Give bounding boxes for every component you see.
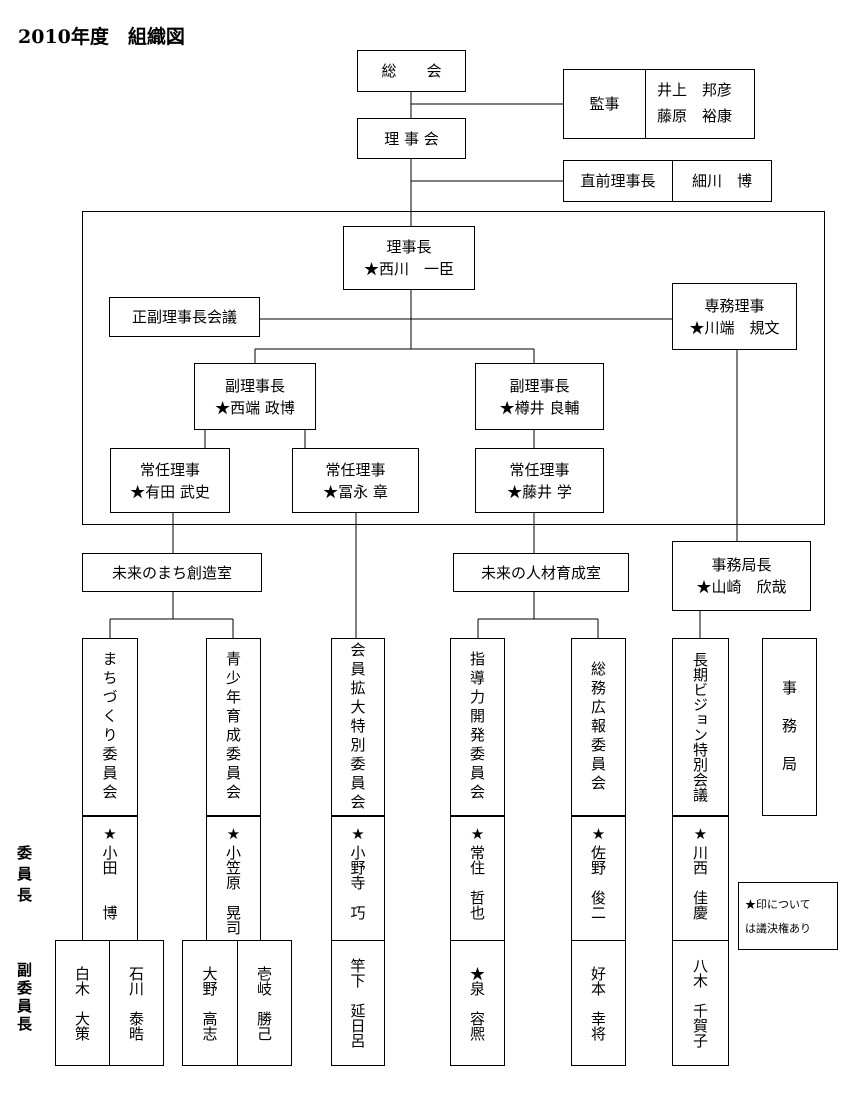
page-title: 2010年度 組織図 [18, 26, 185, 48]
exec-director-title: 専務理事 [704, 296, 765, 315]
committee-4-name: 指導力開発委員会 [450, 638, 505, 816]
committee-6-vice: 八木 千賀子 [672, 940, 729, 1066]
past-president-name: 細川 博 [691, 172, 752, 190]
vp1-name: ★西端 政博 [215, 398, 295, 417]
star-icon: ★ [591, 825, 606, 843]
committee-6-chair: ★ 川西 佳慶 [672, 816, 729, 941]
auditor-box: 監事 井上 邦彦 藤原 裕康 [563, 69, 755, 139]
managing-director-3-box: 常任理事 ★藤井 学 [475, 448, 604, 513]
vice-chair-side-label: 副委員長 [15, 962, 33, 1034]
vp1-title: 副理事長 [224, 376, 285, 395]
managing-director-2-box: 常任理事 ★冨永 章 [292, 448, 419, 513]
secretariat-box: 事 務 局 [762, 638, 817, 816]
committee-3-vice: 竿下 延日呂 [331, 940, 385, 1066]
md2-title: 常任理事 [325, 460, 386, 479]
committee-2-vice-a: 壱岐 勝己 [237, 940, 292, 1066]
chair-side-label: 委員長 [15, 845, 33, 908]
office-1-box: 未来のまち創造室 [82, 553, 262, 592]
auditor-name-1: 井上 邦彦 [657, 81, 733, 99]
committee-3-chair: ★ 小野寺 巧 [331, 816, 385, 941]
office-2-box: 未来の人材育成室 [453, 553, 629, 592]
star-icon: ★ [693, 825, 708, 843]
committee-1-chair: ★ 小田 博 [82, 816, 138, 941]
md1-title: 常任理事 [139, 460, 200, 479]
md3-name: ★藤井 学 [507, 482, 572, 501]
vice-president-2-box: 副理事長 ★樽井 良輔 [475, 363, 604, 430]
president-name: ★西川 一臣 [363, 260, 454, 278]
exec-director-name: ★川端 規文 [689, 318, 780, 337]
vice-president-1-box: 副理事長 ★西端 政博 [194, 363, 316, 430]
committee-2-name: 青少年育成委員会 [206, 638, 261, 816]
committee-5-name: 総務広報委員会 [571, 638, 626, 816]
committee-1-name: まちづくり委員会 [82, 638, 138, 816]
vp2-name: ★樽井 良輔 [499, 398, 580, 417]
managing-director-1-box: 常任理事 ★有田 武史 [110, 448, 230, 513]
committee-5-chair: ★ 佐野 俊二 [571, 816, 626, 941]
committee-4-vice: ★泉 容熈 [450, 940, 505, 1066]
exec-director-box: 専務理事 ★川端 規文 [672, 283, 797, 350]
executive-frame [82, 211, 825, 525]
committee-3-name: 会員拡大特別委員会 [331, 638, 385, 816]
md2-name: ★冨永 章 [323, 482, 388, 501]
star-icon: ★ [226, 825, 241, 843]
secretariat-head-title: 事務局長 [711, 556, 772, 574]
star-icon: ★ [103, 825, 117, 843]
voting-rights-note: ★印について は議決権あり [738, 882, 838, 950]
md1-name: ★有田 武史 [130, 482, 210, 501]
committee-4-chair: ★ 常住 哲也 [450, 816, 505, 941]
committee-6-name: 長期ビジョン特別会議 [672, 638, 729, 816]
president-box: 理事長 ★西川 一臣 [343, 226, 475, 290]
committee-2-chair: ★ 小笠原 晃司 [206, 816, 261, 941]
committee-2-vice-b: 大野 高志 [182, 940, 238, 1066]
star-icon: ★ [351, 825, 365, 843]
committee-1-vice-b: 白木 大策 [55, 940, 110, 1066]
secretariat-head-name: ★山崎 欣哉 [696, 578, 787, 596]
committee-5-vice: 好本 幸将 [571, 940, 626, 1066]
auditor-label: 監事 [564, 70, 646, 138]
secretariat-head-box: 事務局長 ★山崎 欣哉 [672, 541, 811, 611]
auditor-name-2: 藤原 裕康 [657, 107, 733, 125]
vp2-title: 副理事長 [509, 376, 570, 395]
past-president-label: 直前理事長 [564, 161, 673, 201]
md3-title: 常任理事 [509, 460, 570, 479]
committee-1-vice-a: 石川 泰晧 [109, 940, 164, 1066]
past-president-box: 直前理事長 細川 博 [563, 160, 772, 202]
president-title: 理事長 [386, 238, 432, 256]
star-icon: ★ [470, 825, 485, 843]
general-meeting-box: 総 会 [357, 50, 466, 92]
vice-meeting-box: 正副理事長会議 [109, 297, 260, 337]
board-box: 理 事 会 [357, 118, 466, 159]
